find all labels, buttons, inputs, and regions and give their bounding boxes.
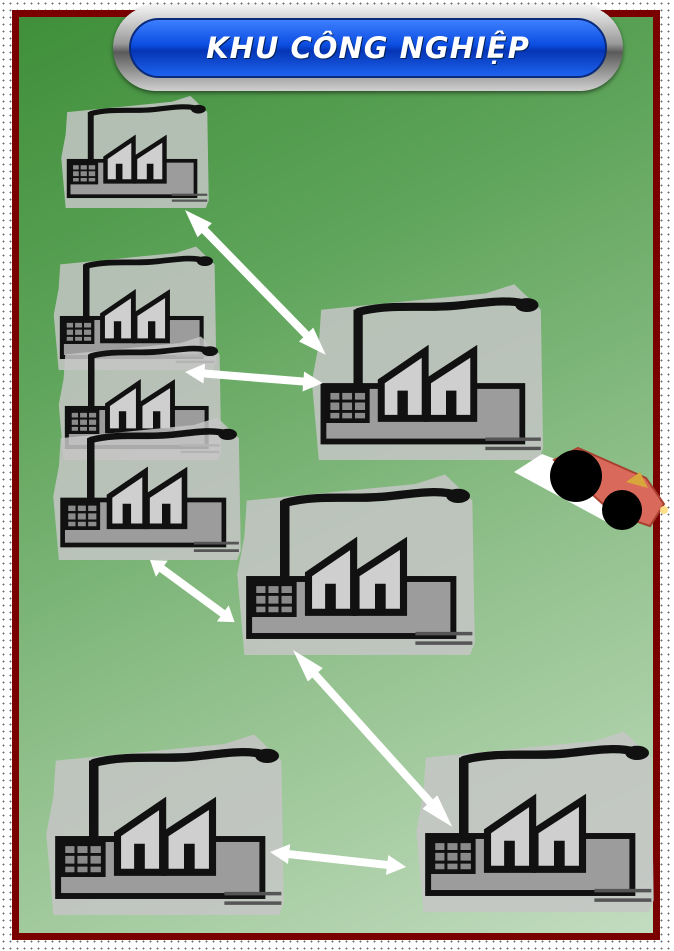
factory-icon (53, 418, 241, 561)
title-banner: KHU CÔNG NGHIỆP (113, 5, 623, 91)
truck-icon (514, 447, 669, 531)
factory-icon (312, 284, 543, 460)
factory-icon (46, 735, 284, 916)
factory-7 (416, 732, 654, 913)
title-banner-inner: KHU CÔNG NGHIỆP (129, 18, 607, 78)
factory-icon (61, 96, 209, 208)
factory-1 (61, 96, 209, 208)
double-arrow-icon (268, 842, 408, 877)
factory-4 (312, 284, 543, 460)
factory-5 (237, 475, 475, 656)
double-arrow-icon (285, 643, 460, 834)
factory-6 (46, 735, 284, 916)
arrow-f6-f7 (268, 842, 408, 877)
double-arrow-icon (144, 551, 241, 631)
page-title: KHU CÔNG NGHIỆP (206, 31, 530, 65)
arrow-f3-f5 (144, 551, 241, 631)
factory-icon (416, 732, 654, 913)
arrow-f5-f7 (285, 643, 460, 834)
factory-icon (237, 475, 475, 656)
factory-3 (53, 418, 241, 561)
